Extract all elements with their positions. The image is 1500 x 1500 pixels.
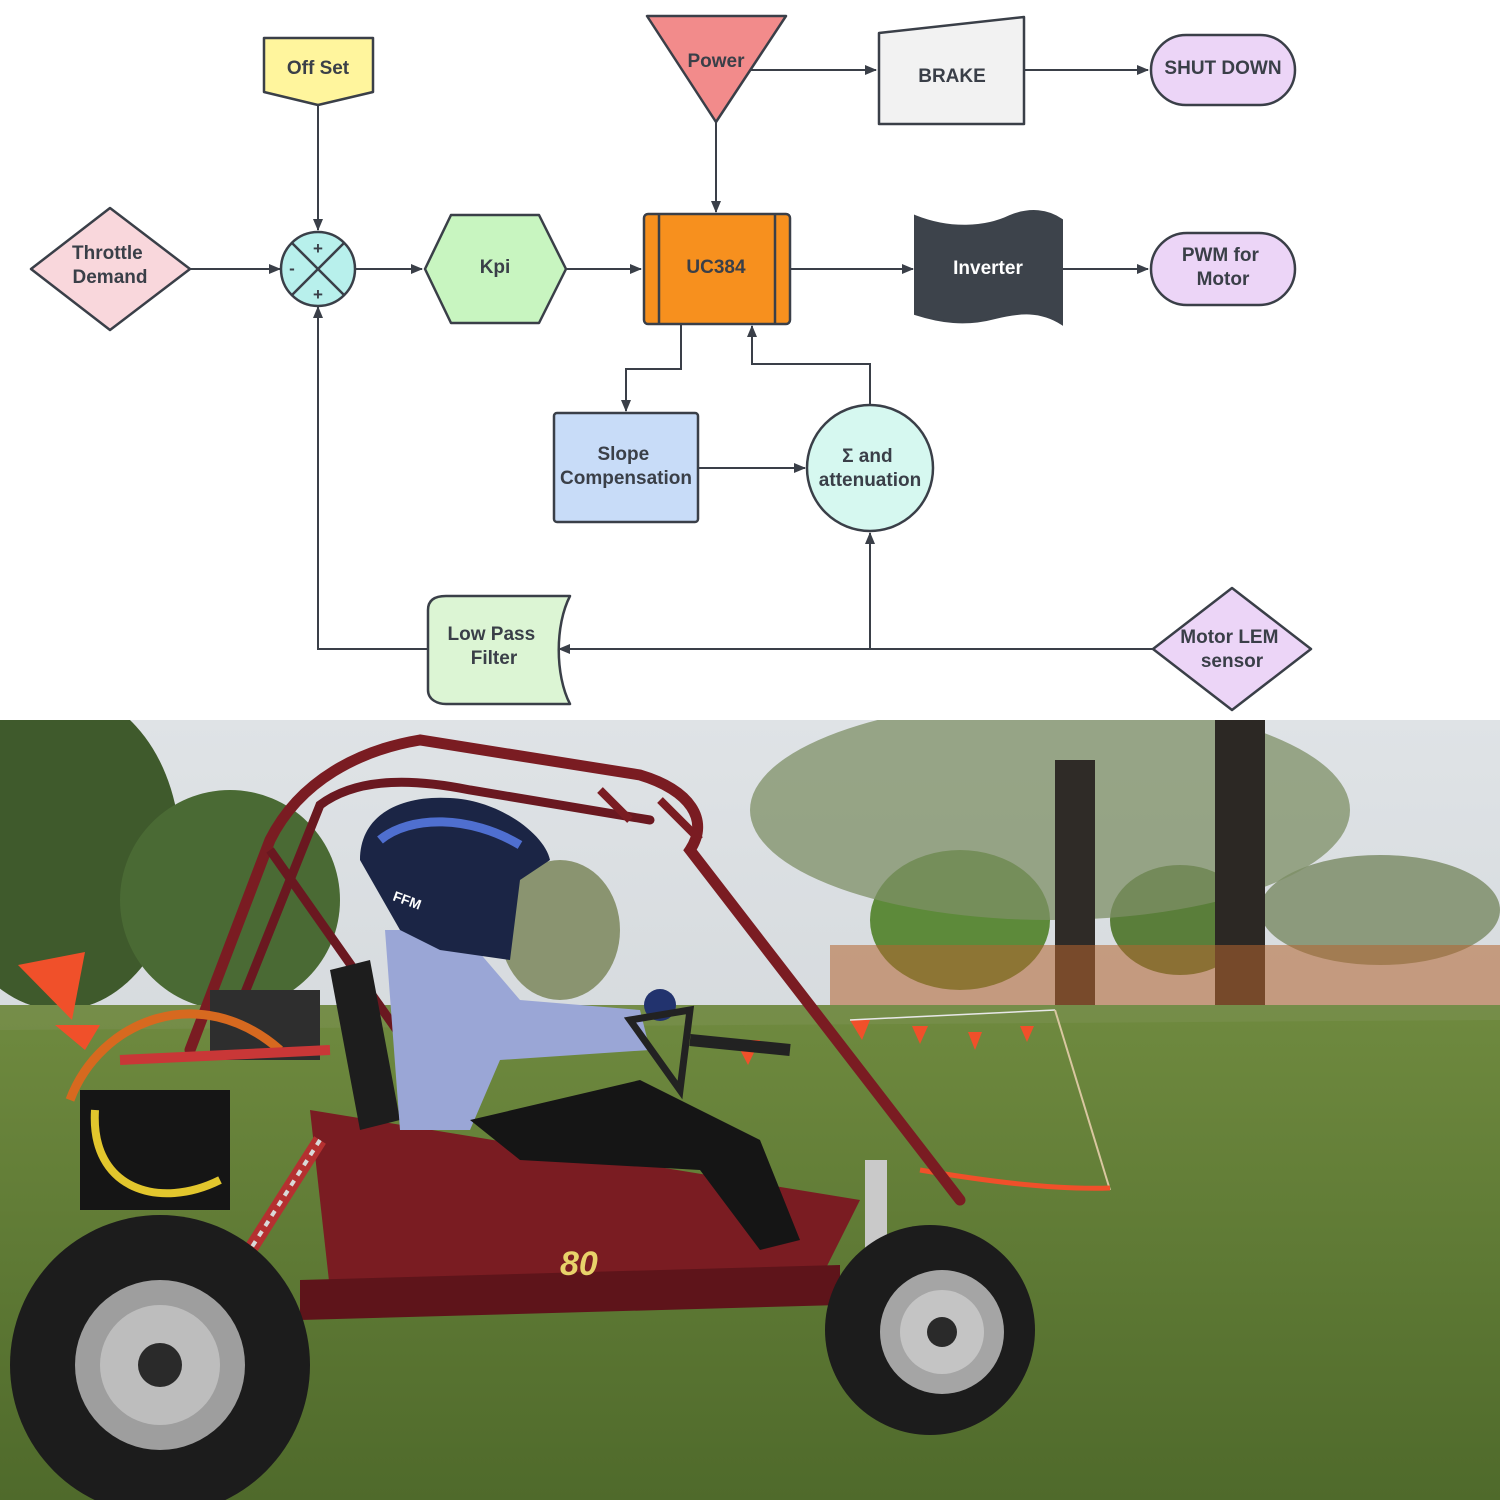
- slope-compensation-label: Slope Compensation: [560, 444, 692, 489]
- inverter-node: Inverter: [914, 210, 1063, 326]
- low-pass-filter-label: Low Pass Filter: [448, 624, 541, 669]
- inverter-label: Inverter: [953, 258, 1023, 279]
- low-pass-filter-node: Low Pass Filter: [426, 594, 572, 706]
- power-node: Power: [645, 14, 788, 124]
- go-kart: 80 FFM: [10, 734, 1035, 1500]
- offset-node: Off Set: [262, 36, 375, 107]
- go-kart-photo: 80 FFM: [0, 720, 1500, 1500]
- sum-minus: -: [289, 259, 295, 278]
- sum-plus-bottom: +: [313, 285, 323, 304]
- kpi-label: Kpi: [480, 257, 511, 278]
- uc384-label: UC384: [686, 257, 746, 278]
- sigma-attenuation-node: Σ and attenuation: [805, 403, 935, 533]
- pwm-label: PWM for Motor: [1182, 245, 1264, 290]
- brake-label: BRAKE: [918, 66, 986, 87]
- sum-plus-top: +: [313, 239, 323, 258]
- power-label: Power: [687, 51, 745, 72]
- brake-node: BRAKE: [877, 15, 1026, 126]
- motor-lem-sensor-label: Motor LEM sensor: [1180, 627, 1283, 672]
- pwm-node: PWM for Motor: [1149, 231, 1297, 307]
- shutdown-node: SHUT DOWN: [1149, 33, 1297, 107]
- kart-decal: 80: [560, 1245, 598, 1283]
- motor-lem-sensor-node: Motor LEM sensor: [1151, 586, 1313, 712]
- throttle-demand-node: Throttle Demand: [29, 206, 192, 332]
- shutdown-label: SHUT DOWN: [1164, 58, 1281, 79]
- uc384-node: UC384: [642, 212, 792, 326]
- connectors: [190, 65, 1153, 654]
- sigma-attenuation-label: Σ and attenuation: [819, 446, 921, 491]
- slope-compensation-node: Slope Compensation: [552, 411, 700, 524]
- summing-junction: + - +: [279, 230, 357, 308]
- offset-label: Off Set: [287, 58, 350, 79]
- control-block-diagram: Off Set Power BRAKE SHUT DOWN Throttle D…: [29, 14, 1313, 712]
- kpi-node: Kpi: [423, 213, 568, 325]
- throttle-demand-label: Throttle Demand: [72, 243, 148, 288]
